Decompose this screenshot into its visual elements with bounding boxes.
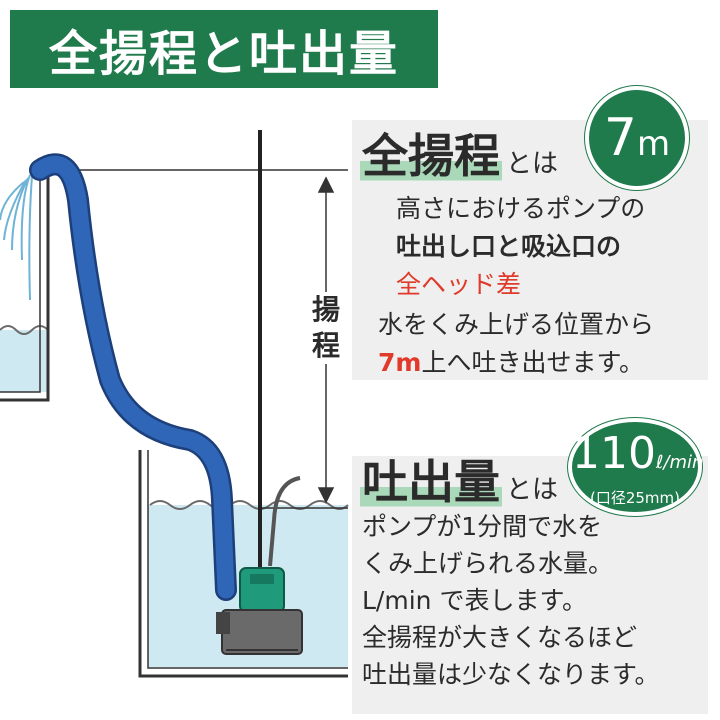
vertical-label-char-1: 揚: [311, 293, 340, 326]
hose: [31, 155, 235, 599]
flow-value: 110: [572, 428, 656, 479]
head-example-rest: 上へ吐き出せます。: [421, 348, 644, 377]
upper-tank: [0, 165, 50, 402]
flow-note: (口径25mm): [589, 489, 680, 507]
head-value-badge: 7m: [585, 86, 689, 190]
upper-tank-water: [0, 330, 48, 392]
flow-desc-line-5: 吐出量は少なくなります。: [362, 660, 660, 689]
head-example-line-1: 水をくみ上げる位置から: [378, 310, 655, 339]
head-value: 7: [603, 108, 637, 168]
flow-unit: ℓ/min: [655, 452, 704, 473]
upper-tank-wall: [0, 165, 50, 402]
head-unit: m: [636, 124, 671, 164]
head-heading-suffix: とは: [506, 149, 559, 179]
head-desc-line-1: 高さにおけるポンプの: [396, 194, 646, 223]
height-vertical-label: 揚 程: [306, 292, 346, 364]
head-example-value: 7m: [378, 348, 422, 377]
head-heading-text: 全揚程: [360, 120, 502, 186]
pump-icon: [216, 567, 303, 655]
head-example: 水をくみ上げる位置から 7m上へ吐き出せます。: [378, 306, 654, 382]
banner-title: 全揚程と吐出量: [48, 26, 399, 82]
head-desc-line-2: 吐出し口と吸込口の: [396, 232, 622, 261]
head-description: 高さにおけるポンプの 吐出し口と吸込口の 全ヘッド差: [396, 190, 645, 304]
head-heading: 全揚程 とは: [360, 120, 558, 186]
flow-desc-line-1: ポンプが1分間で水を: [362, 512, 603, 541]
water-spray-icon: [0, 174, 33, 301]
flow-desc-line-3: L/min で表します。: [362, 586, 587, 615]
flow-heading-suffix: とは: [506, 475, 559, 505]
title-banner: 全揚程と吐出量: [10, 10, 438, 88]
vertical-label-char-2: 程: [311, 329, 340, 362]
head-desc-line-3: 全ヘッド差: [396, 270, 522, 299]
flow-value-badge: 110ℓ/min (口径25mm): [568, 418, 703, 516]
flow-desc-line-4: 全揚程が大きくなるほど: [362, 623, 638, 652]
flow-value-line: 110ℓ/min: [572, 422, 703, 495]
head-example-line-2: 7m上へ吐き出せます。: [378, 344, 654, 382]
flow-heading-text: 吐出量: [360, 446, 502, 512]
flow-heading: 吐出量 とは: [360, 446, 558, 512]
flow-desc-line-2: くみ上げられる水量。: [362, 549, 614, 578]
power-cable: [268, 476, 301, 567]
flow-description: ポンプが1分間で水を くみ上げられる水量。 L/min で表します。 全揚程が大…: [362, 508, 660, 693]
